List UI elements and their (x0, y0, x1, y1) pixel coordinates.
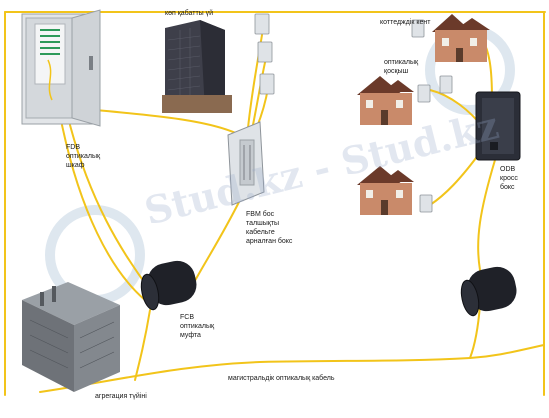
fiber-cable-fdb-to-fcb-2 (61, 124, 146, 301)
house-top (432, 14, 490, 62)
fcb-closure-label: FCB оптикалық муфта (180, 314, 215, 339)
optical-connector-label: оптикалық қосқыш (384, 59, 419, 75)
aggregation-node-label: агрегация түйіні (95, 393, 147, 400)
fiber-cable-fdb-to-fcb (69, 124, 151, 291)
house-middle (357, 76, 414, 125)
multistorey-building-label: көп қабатты үй (165, 10, 214, 17)
odb-box (475, 91, 521, 161)
house-bottom (357, 166, 414, 215)
cottage-district-label: коттедждік кент (380, 19, 431, 26)
odb-box-label: ODB кросс бокс (500, 166, 518, 191)
fdb-cabinet-label: FDB оптикалық шкаф (66, 144, 101, 169)
backbone-cable-label: магистральдік оптикалық кабель (228, 375, 335, 382)
cottage-houses (357, 14, 490, 215)
watermark-emblem (45, 25, 515, 305)
fiber-cable-fbm-to-fcb (189, 199, 241, 291)
fbm-box (227, 121, 265, 206)
fcb-closure-right (460, 266, 517, 317)
fiber-cable-odb-to-fcb2 (477, 159, 496, 271)
fcb-closure-left (140, 260, 197, 311)
fiber-cable-fcb-to-aggregation (134, 309, 151, 381)
fbm-box-label: FBM бос талшықты кабельге арналған бокс (246, 211, 293, 245)
fiber-cable-fdb-to-fbm (94, 109, 241, 136)
wall-boxes (254, 13, 453, 213)
multistorey-building (162, 20, 232, 113)
aggregation-node-building (22, 282, 120, 392)
fiber-cable-fcb2-to-backbone (469, 304, 481, 359)
fdb-cabinet (21, 9, 101, 127)
fiber-cable-odb-to-conn2 (429, 149, 483, 206)
